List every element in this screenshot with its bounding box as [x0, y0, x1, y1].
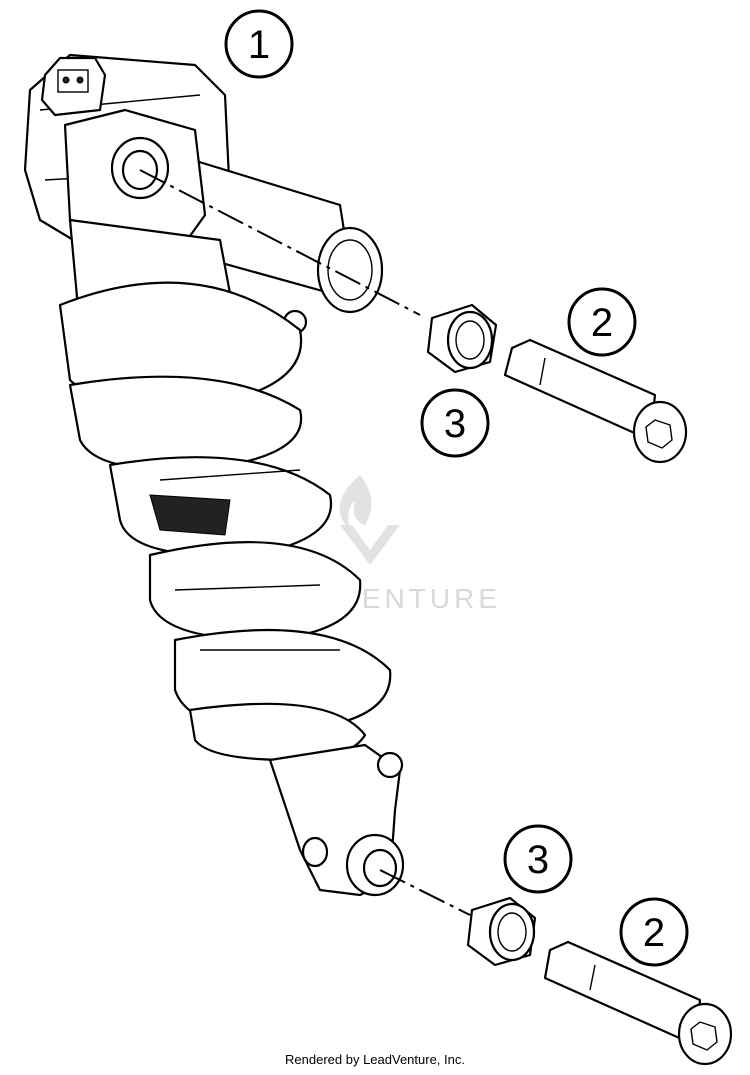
electrical-connector [40, 56, 107, 117]
callout-3-lower-label: 3 [527, 838, 549, 882]
upper-bolt [503, 338, 688, 464]
upper-axis-line [139, 169, 421, 316]
callout-1: 1 [224, 9, 294, 79]
watermark-flame-icon [339, 475, 372, 530]
lower-axis-line [379, 869, 471, 916]
shock-absorber [23, 53, 405, 897]
coil-spring [58, 281, 392, 762]
watermark-v-icon [340, 525, 400, 565]
upper-bushing [426, 303, 498, 374]
callout-2-upper: 2 [567, 287, 637, 357]
callout-3-upper-label: 3 [444, 402, 466, 446]
lower-bushing [466, 896, 537, 967]
footer-credit: Rendered by LeadVenture, Inc. [285, 1052, 465, 1067]
lower-bolt [543, 940, 733, 1066]
callout-2-upper-label: 2 [591, 301, 613, 345]
callout-3-lower: 3 [503, 824, 573, 894]
callout-2-lower-label: 2 [643, 911, 665, 955]
callout-1-label: 1 [248, 23, 270, 67]
callout-2-lower: 2 [619, 897, 689, 967]
callout-3-upper: 3 [420, 388, 490, 458]
